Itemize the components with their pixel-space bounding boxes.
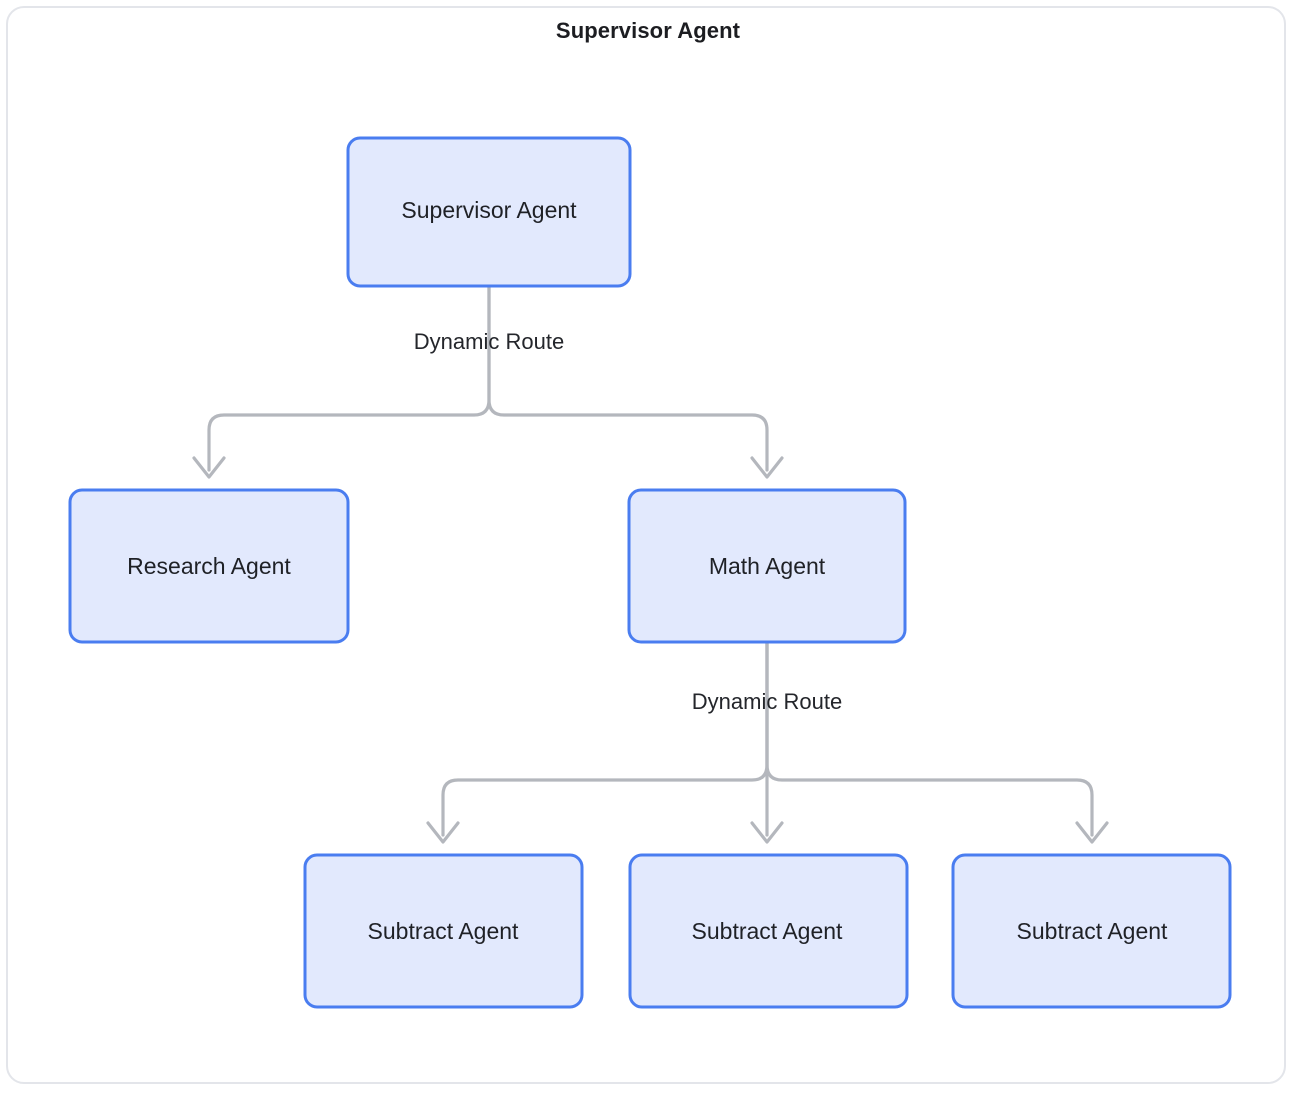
node-subtract-agent-3-rect[interactable]	[951, 853, 1232, 1009]
node-subtract-agent-1-rect[interactable]	[303, 853, 584, 1009]
node-supervisor-agent-label: Supervisor Agent	[401, 197, 577, 223]
node-supervisor-agent-rect[interactable]	[346, 136, 632, 288]
edge-label-dynamic-route-bottom: Dynamic Route	[692, 689, 842, 714]
node-math-agent[interactable]: Math Agent	[627, 488, 907, 644]
node-math-agent-rect[interactable]	[627, 488, 907, 644]
edge-supervisor-research	[192, 284, 491, 479]
node-supervisor-agent[interactable]: Supervisor Agent	[346, 136, 632, 288]
page-title: Supervisor Agent	[555, 18, 741, 43]
node-research-agent[interactable]: Research Agent	[68, 488, 350, 644]
edge-label-dynamic-route-top: Dynamic Route	[414, 329, 564, 354]
node-research-agent-rect[interactable]	[68, 488, 350, 644]
node-subtract-agent-2-label: Subtract Agent	[692, 918, 843, 944]
node-subtract-agent-3[interactable]: Subtract Agent	[951, 853, 1232, 1009]
node-subtract-agent-2[interactable]: Subtract Agent	[628, 853, 909, 1009]
edge-supervisor-math	[487, 284, 784, 479]
node-research-agent-label: Research Agent	[127, 553, 291, 579]
edge-math-subtract-1	[426, 640, 769, 844]
edge-math-subtract-3	[765, 640, 1109, 844]
node-math-agent-label: Math Agent	[709, 553, 826, 579]
node-subtract-agent-1-label: Subtract Agent	[368, 918, 519, 944]
node-subtract-agent-3-label: Subtract Agent	[1017, 918, 1168, 944]
node-subtract-agent-1[interactable]: Subtract Agent	[303, 853, 584, 1009]
node-subtract-agent-2-rect[interactable]	[628, 853, 909, 1009]
